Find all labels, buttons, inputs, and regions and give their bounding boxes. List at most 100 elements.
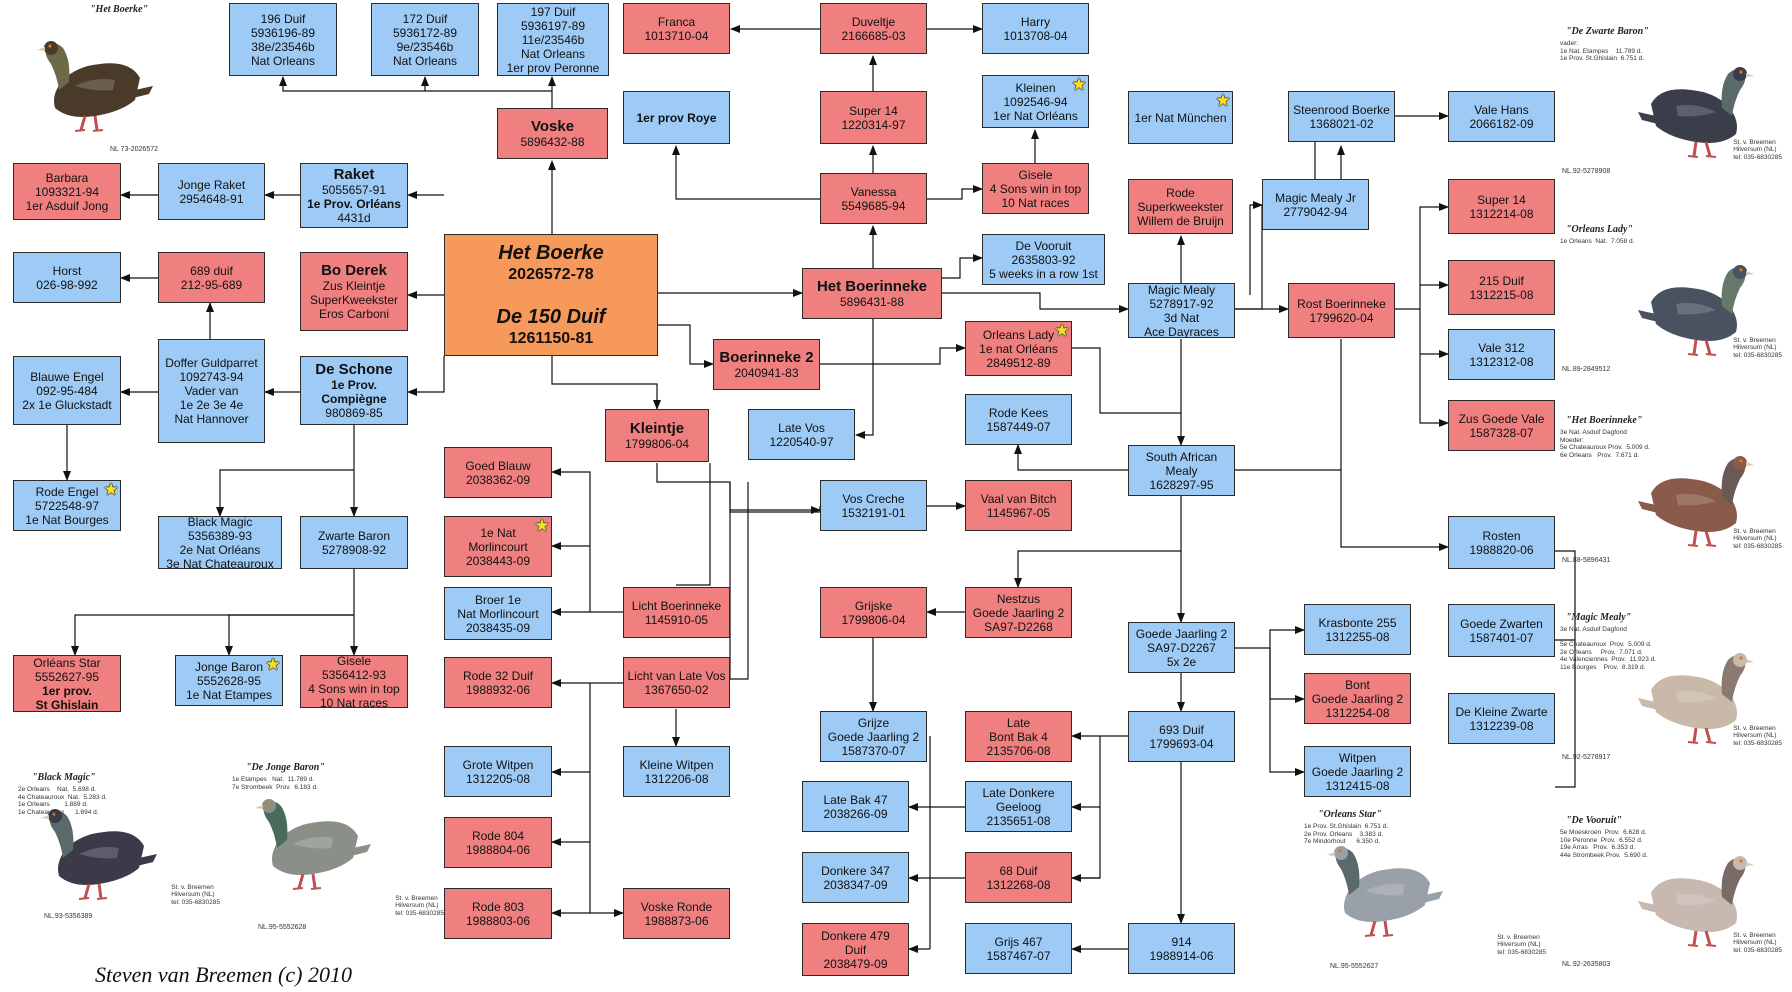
node-name: Gisele <box>1018 167 1053 182</box>
node-detail: 5896432-88 <box>520 135 585 149</box>
photo-results: 3e Nat. Asduif Dagfond Moeder: 5e Chatea… <box>1560 429 1650 459</box>
node-name: 1er Nat München <box>1134 110 1227 125</box>
node-name: Doffer Guldparret <box>165 356 258 370</box>
node-name: Super 14 <box>1477 192 1526 207</box>
node-detail: 1532191-01 <box>841 505 906 520</box>
node-detail: 1312205-08 <box>465 771 531 786</box>
node-detail: 2849512-89 <box>986 355 1051 370</box>
node-name: Broer 1e <box>474 592 522 607</box>
node-detail: 1587467-07 <box>986 948 1051 963</box>
node-detail: SA97-D2268 <box>984 619 1053 634</box>
node-detail: 1093321-94 <box>34 184 100 199</box>
node-detail: Superkweekster <box>1137 199 1224 214</box>
node-detail: 1368021-02 <box>1309 116 1374 131</box>
photo-studio: St. v. Breemen Hilversum (NL) tel: 035-6… <box>1733 527 1782 550</box>
photo-results: 1e Orleans Nat. 7.058 d. <box>1560 238 1635 245</box>
photo-studio: St. v. Breemen Hilversum (NL) tel: 035-6… <box>1733 336 1782 359</box>
node-name: Krasbonte 255 <box>1318 615 1397 630</box>
photo-caption: "Magic Mealy" <box>1566 612 1632 623</box>
node-detail: 5722548-97 <box>34 498 100 513</box>
connector-42 <box>1395 203 1449 310</box>
connector-78 <box>551 468 623 613</box>
node-detail: 1312254-08 <box>1325 705 1390 720</box>
star-icon: ★ <box>1215 91 1231 110</box>
node-name: 172 Duif <box>402 11 448 26</box>
node-detail: 1092743-94 <box>179 370 244 384</box>
connector-83 <box>551 683 591 917</box>
node-detail: 1587370-07 <box>841 743 906 758</box>
node-detail: Willem de Bruijn <box>1137 213 1224 228</box>
node-detail: Nat Morlincourt <box>457 606 539 621</box>
node-detail: 5552628-95 <box>196 673 262 688</box>
node-name: Vaal van Bitch <box>980 491 1057 506</box>
node-name: Harry <box>1020 14 1051 29</box>
node-detail: 2135651-08 <box>986 813 1051 828</box>
node-detail: Nat Hannover <box>174 412 249 426</box>
star-icon: ★ <box>265 655 281 674</box>
node-name: Late <box>1006 715 1031 730</box>
node-detail: 1er Nat Orléans <box>993 108 1078 123</box>
node-detail: 1988873-06 <box>644 913 709 928</box>
pigeon-image <box>1636 435 1756 560</box>
node-detail: 1er prov Peronne <box>506 60 600 75</box>
photo-ring-number: NL.95-5552627 <box>1330 963 1379 970</box>
node-detail: 2040941-83 <box>734 366 799 380</box>
connector-20 <box>658 324 714 368</box>
node-name: Rode Kees <box>988 405 1049 420</box>
pigeon-image <box>1636 46 1756 171</box>
node-detail: 5936172-89 <box>392 25 458 40</box>
node-detail: Vader van <box>184 384 239 398</box>
node-detail: 1013708-04 <box>1003 28 1068 43</box>
node-detail: 2066182-09 <box>1469 116 1534 131</box>
node-name: Voske Ronde <box>640 899 713 914</box>
node-name: Donkere 347 <box>821 863 890 878</box>
node-detail: 1587449-07 <box>986 419 1051 434</box>
photo-orleans-star: "Orleans Star"1e Prov. St.Ghislain 6.751… <box>1300 807 1550 974</box>
photo-caption: "De Vooruit" <box>1566 815 1622 826</box>
node-name: Bont <box>1345 677 1370 692</box>
node-detail: Goede Jaarling 2 <box>1311 691 1404 706</box>
node-detail: Morlincourt <box>468 539 528 554</box>
connector-62 <box>1235 626 1305 649</box>
node-name: Jonge Raket <box>177 177 246 192</box>
node-detail: 5936197-89 <box>520 18 586 33</box>
node-detail: 5896431-88 <box>839 295 905 309</box>
node-detail: 1312239-08 <box>1469 718 1534 733</box>
node-detail: 38e/23546b <box>251 39 315 54</box>
connector-27 <box>672 145 820 200</box>
node-name: 68 Duif <box>999 863 1038 878</box>
connector-87 <box>676 463 711 586</box>
node-detail: 1988803-06 <box>465 913 531 928</box>
node-name: Witpen <box>1338 750 1377 765</box>
node-detail: 026-98-992 <box>36 277 98 292</box>
photo-results: 3e Nat. Asduif Dagfond 5e Chateauroux Pr… <box>1560 626 1657 671</box>
node-detail: 1e Nat Bourges <box>25 512 109 527</box>
node-name: Grote Witpen <box>462 757 534 772</box>
photo-vooruit: "De Vooruit"5e Moeskroen Prov. 6.628 d. … <box>1556 813 1786 972</box>
node-name: Het Boerke <box>498 242 604 264</box>
photo-studio: St. v. Breemen Hilversum (NL) tel: 035-6… <box>1497 933 1546 956</box>
node-detail: 5 weeks in a row 1st <box>989 266 1098 281</box>
node-detail: 1er prov. <box>42 683 92 698</box>
node-name: Steenrood Boerke <box>1293 102 1390 117</box>
pigeon-image <box>39 788 159 913</box>
node-name: Super 14 <box>849 103 898 118</box>
node-detail: 2038347-09 <box>823 877 888 892</box>
